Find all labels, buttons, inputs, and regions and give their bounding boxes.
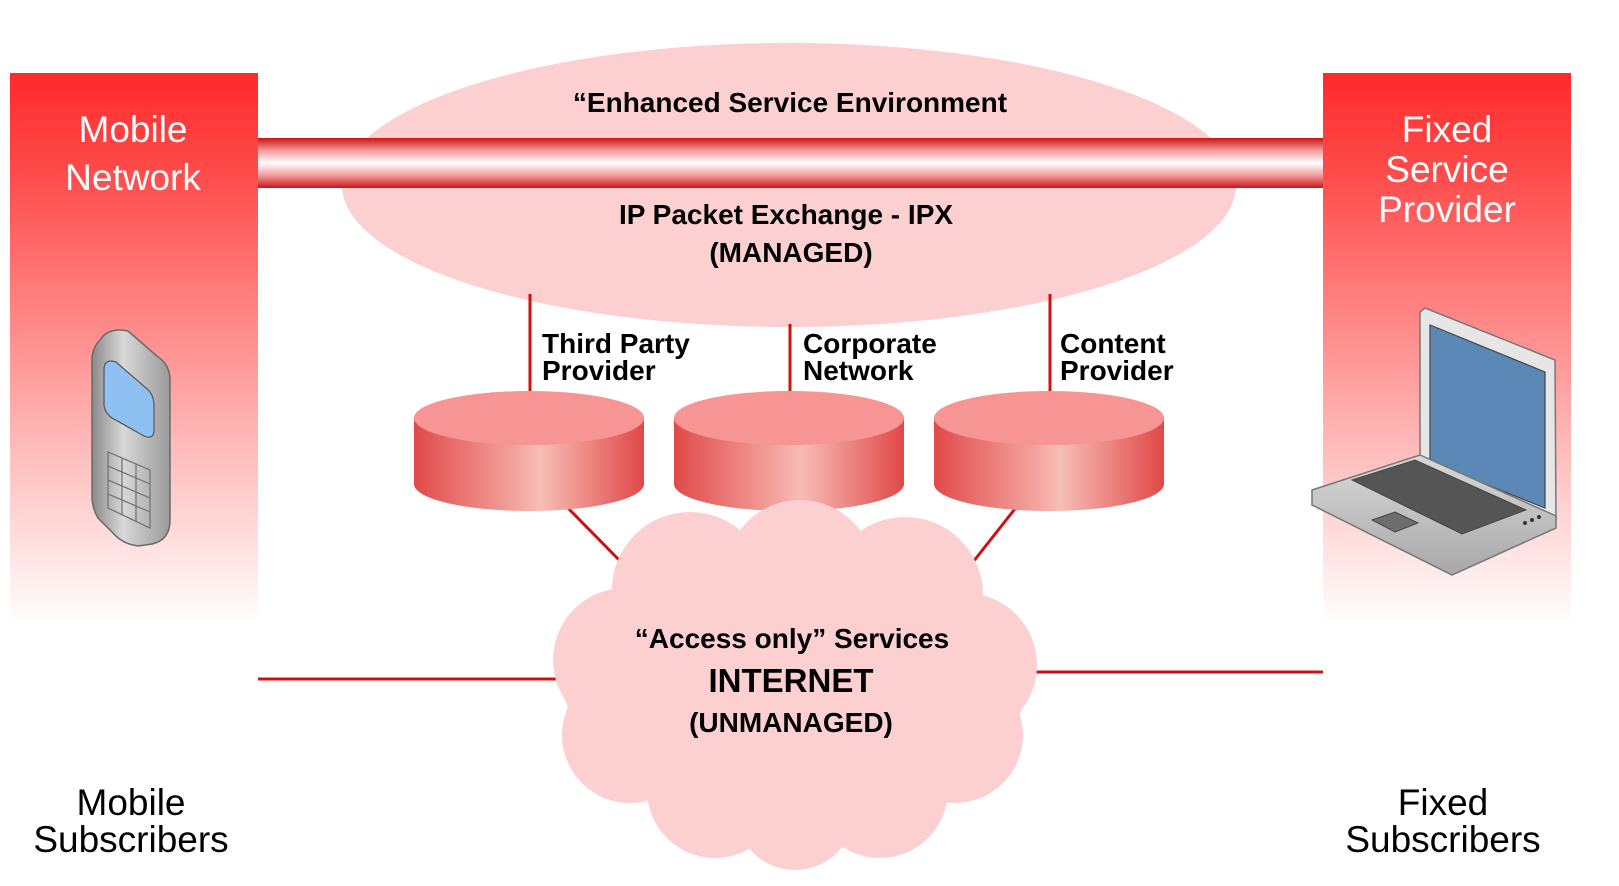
provider-corporate-line1: Corporate [803,328,937,359]
mobile-network-title-line2: Network [65,157,201,198]
ipx-line1: IP Packet Exchange - IPX [619,199,953,230]
ipx-line2: (MANAGED) [709,237,872,268]
ipx-heading: “Enhanced Service Environment [573,87,1007,118]
internet-line3: (UNMANAGED) [689,707,893,738]
provider-corporate-line2: Network [803,355,914,386]
provider-third-party-line2: Provider [542,355,656,386]
provider-third-party-line1: Third Party [542,328,690,359]
laptop-icon [1311,307,1557,576]
fixed-provider-title-line2: Service [1385,149,1508,190]
internet-line1: “Access only” Services [635,623,949,654]
mobile-subscribers-line1: Mobile [77,782,186,823]
provider-content-line1: Content [1060,328,1166,359]
fixed-provider-title-line3: Provider [1378,189,1516,230]
mobile-network-title-line1: Mobile [79,109,188,150]
fixed-subscribers-line1: Fixed [1398,782,1488,823]
fixed-subscribers-line2: Subscribers [1345,819,1540,860]
mobile-subscribers-line2: Subscribers [33,819,228,860]
internet-cloud [553,500,1037,870]
fixed-provider-title-line1: Fixed [1402,109,1492,150]
cylinder-corporate [674,391,904,511]
cylinder-content [934,391,1164,511]
link-content-internet [971,504,1020,563]
link-third-party-internet [563,503,627,568]
cylinder-third-party [414,391,644,511]
mobile-phone-icon [91,329,171,547]
provider-content-line2: Provider [1060,355,1174,386]
ipx-pipe [258,138,1323,188]
internet-line2: INTERNET [709,662,874,699]
